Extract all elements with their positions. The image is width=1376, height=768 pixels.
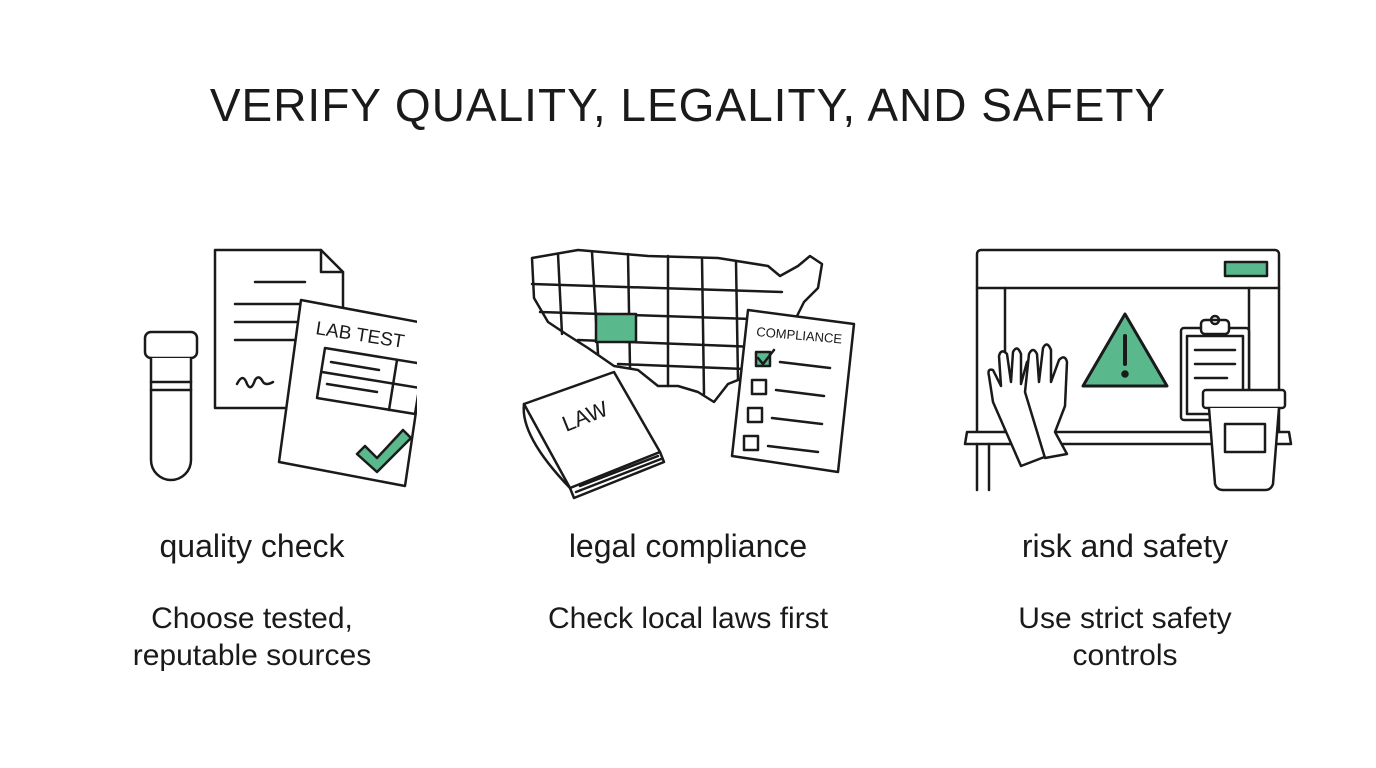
lab-report-icon: LAB TEST: [277, 298, 417, 488]
panel-label: quality check: [159, 528, 345, 564]
compliance-checklist-icon: COMPLIANCE: [730, 308, 856, 474]
legal-compliance-illustration: LAW COMPLIANCE: [522, 248, 856, 500]
panel-description: Use strict safety controls: [925, 600, 1325, 674]
warning-icon: [1081, 312, 1169, 388]
page-title: VERIFY QUALITY, LEGALITY, AND SAFETY: [209, 79, 1167, 131]
panel-legal-compliance: LAW COMPLIANCE legal compliance Check lo…: [488, 236, 888, 635]
description-line: Check local laws first: [547, 602, 829, 635]
compliance-heading: COMPLIANCE: [756, 324, 843, 346]
risk-and-safety-illustration: [963, 248, 1293, 492]
panel-risk-and-safety: risk and safety Use strict safety contro…: [925, 236, 1325, 672]
panel-quality-check: LAB TEST quality check Choose tested, re…: [52, 236, 452, 672]
gloves-icon: [987, 343, 1069, 468]
panel-label: risk and safety: [1021, 528, 1229, 564]
checkmark-icon: [355, 428, 413, 474]
quality-check-illustration: LAB TEST: [143, 248, 417, 488]
container-icon: [1201, 388, 1287, 492]
law-book-icon: LAW: [522, 370, 666, 500]
description-line: reputable sources: [132, 639, 372, 672]
description-line: controls: [1072, 639, 1178, 672]
panel-label: legal compliance: [568, 528, 808, 564]
description-line: Choose tested,: [151, 602, 353, 635]
panel-description: Check local laws first: [488, 600, 888, 637]
panel-description: Choose tested, reputable sources: [52, 600, 452, 674]
test-tube-icon: [143, 330, 199, 482]
description-line: Use strict safety: [1018, 602, 1232, 635]
